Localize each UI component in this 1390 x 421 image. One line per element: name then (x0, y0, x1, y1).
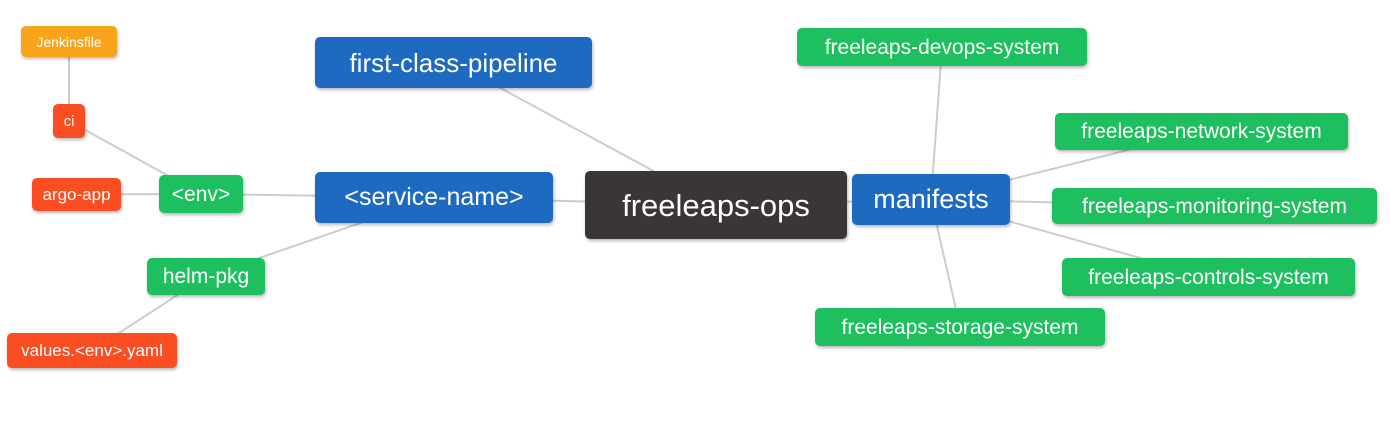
node-argo-app[interactable]: argo-app (32, 178, 121, 211)
node-monitoring-system[interactable]: freeleaps-monitoring-system (1052, 188, 1377, 224)
node-env[interactable]: <env> (159, 175, 243, 213)
node-ci[interactable]: ci (53, 104, 85, 138)
node-service-name[interactable]: <service-name> (315, 172, 553, 223)
node-freeleaps-ops[interactable]: freeleaps-ops (585, 171, 847, 239)
node-storage-system[interactable]: freeleaps-storage-system (815, 308, 1105, 346)
node-values-env-yaml[interactable]: values.<env>.yaml (7, 333, 177, 368)
node-first-class-pipeline[interactable]: first-class-pipeline (315, 37, 592, 88)
node-jenkinsfile[interactable]: Jenkinsfile (21, 26, 117, 57)
node-devops-system[interactable]: freeleaps-devops-system (797, 28, 1087, 66)
node-manifests[interactable]: manifests (852, 174, 1010, 225)
node-controls-system[interactable]: freeleaps-controls-system (1062, 258, 1355, 296)
node-network-system[interactable]: freeleaps-network-system (1055, 113, 1348, 150)
node-helm-pkg[interactable]: helm-pkg (147, 258, 265, 295)
